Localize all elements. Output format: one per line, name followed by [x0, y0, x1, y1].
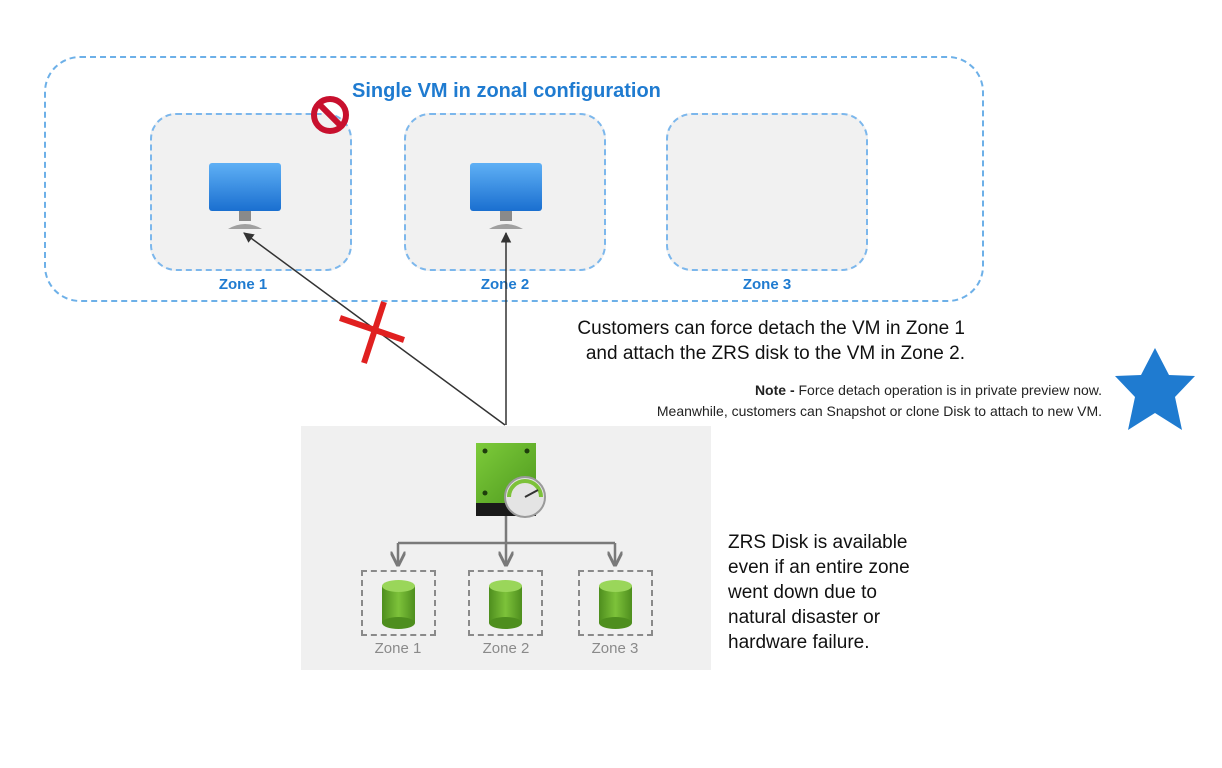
force-detach-line-2: and attach the ZRS disk to the VM in Zon…: [585, 343, 965, 364]
replication-connectors: [398, 516, 615, 565]
star-icon: [1115, 348, 1195, 430]
disk-zone-1-box: [361, 570, 436, 636]
storage-cylinder-zone-2-icon: [489, 580, 522, 629]
note-line-2: Meanwhile, customers can Snapshot or clo…: [656, 403, 1102, 419]
disk-zone-2-label: Zone 2: [482, 640, 530, 657]
managed-disk-icon: [476, 443, 546, 518]
storage-cylinder-zone-3-icon: [599, 580, 632, 629]
zonal-configuration-container: [44, 56, 984, 302]
disk-zone-2-box: [468, 570, 543, 636]
zone-3-box: [666, 113, 868, 271]
zrs-availability-text: ZRS Disk is available even if an entire …: [728, 530, 988, 655]
zone-2-label: Zone 2: [480, 276, 530, 293]
prohibited-icon: [311, 96, 349, 134]
vm-zone-1-icon: [209, 163, 281, 229]
storage-cylinder-zone-1-icon: [382, 580, 415, 629]
note-prefix: Note -: [754, 382, 795, 398]
zrs-line-1: ZRS Disk is available: [728, 532, 908, 553]
zrs-line-2: even if an entire zone: [728, 557, 910, 578]
disk-zone-3-label: Zone 3: [591, 640, 639, 657]
zrs-line-4: natural disaster or: [728, 607, 881, 628]
zone-3-label: Zone 3: [742, 276, 792, 293]
red-x-icon: [339, 301, 405, 364]
diagram-title: Single VM in zonal configuration: [352, 80, 661, 102]
note-text: Note - Force detach operation is in priv…: [520, 380, 1102, 422]
force-detach-line-1: Customers can force detach the VM in Zon…: [577, 318, 965, 339]
zrs-line-3: went down due to: [728, 582, 877, 603]
zrs-line-5: hardware failure.: [728, 632, 870, 653]
note-line-1: Note - Force detach operation is in priv…: [520, 380, 1102, 401]
force-detach-description: Customers can force detach the VM in Zon…: [500, 316, 965, 366]
vm-zone-2-icon: [470, 163, 542, 229]
zone-1-label: Zone 1: [218, 276, 268, 293]
disk-zone-3-box: [578, 570, 653, 636]
note-line-1-text: Force detach operation is in private pre…: [794, 382, 1102, 398]
disk-zone-1-label: Zone 1: [374, 640, 422, 657]
